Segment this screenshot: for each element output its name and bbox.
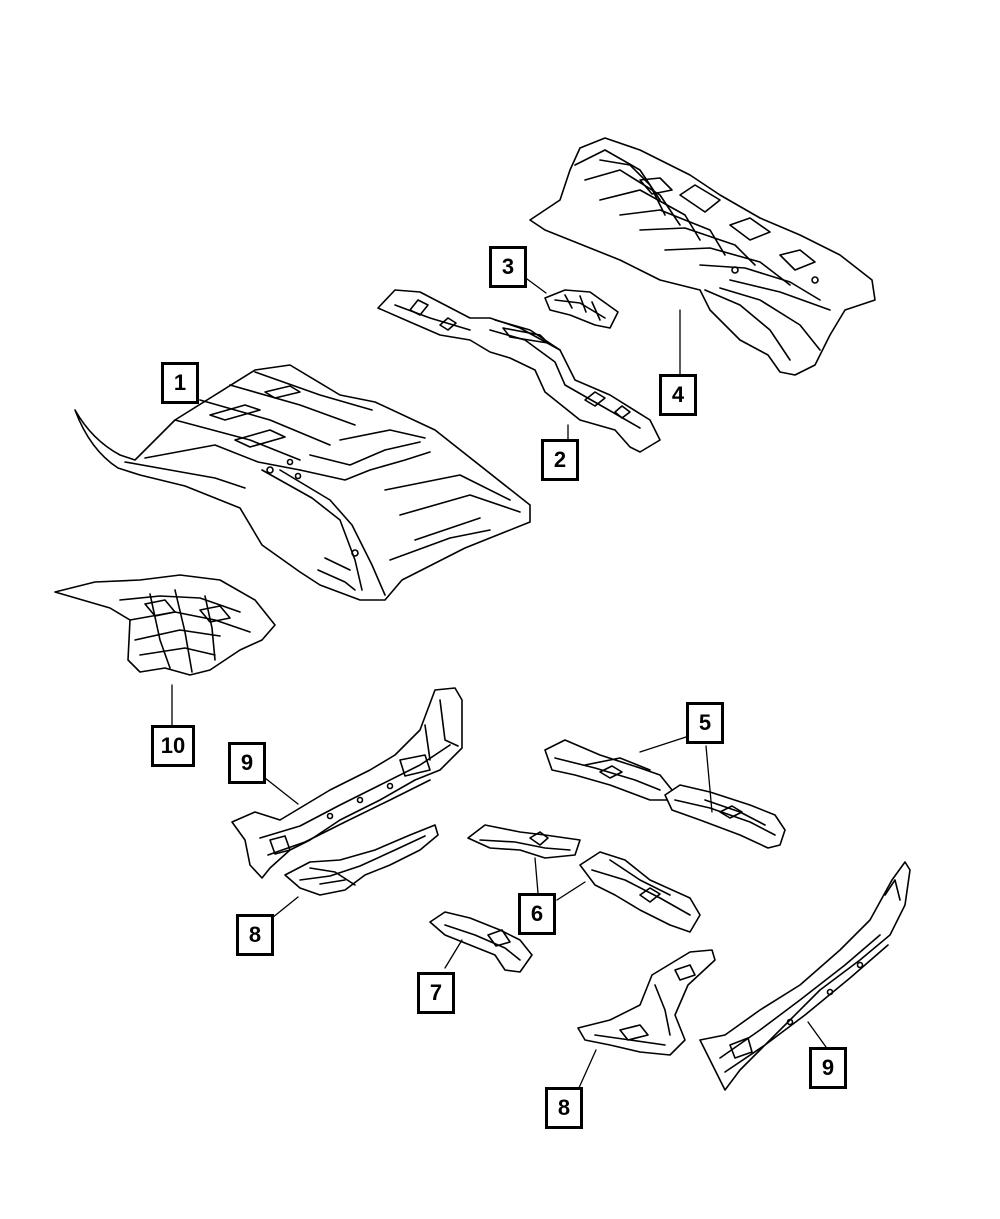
- leader-c8a: [271, 896, 299, 919]
- right-body-side-sill: [699, 861, 911, 1091]
- leader-c9b: [807, 1021, 827, 1048]
- crossmember-brace-left: [467, 824, 581, 859]
- right-sill-reinforcement: [577, 949, 716, 1056]
- crossmember-brace-right: [579, 851, 701, 933]
- callout-1: 1: [161, 362, 199, 404]
- floor-bracket: [544, 289, 619, 329]
- callout-9-right: 9: [809, 1047, 847, 1089]
- callout-4: 4: [659, 374, 697, 416]
- callout-3: 3: [489, 246, 527, 288]
- floor-crossmember: [377, 289, 661, 453]
- callout-7: 7: [417, 972, 455, 1014]
- leader-c5b: [705, 745, 713, 813]
- leader-c5a: [639, 736, 687, 753]
- crossmember-bracket: [429, 911, 533, 973]
- callout-10: 10: [151, 725, 195, 767]
- leader-c8b: [577, 1049, 597, 1091]
- leader-c6a: [534, 857, 539, 894]
- callout-5: 5: [686, 702, 724, 744]
- rear-floor-pan: [529, 137, 876, 376]
- callout-8-left: 8: [236, 914, 274, 956]
- leader-c6b: [556, 881, 586, 901]
- callout-9-left: 9: [228, 742, 266, 784]
- callout-2: 2: [541, 439, 579, 481]
- callout-6: 6: [518, 893, 556, 935]
- left-body-side-sill: [231, 687, 463, 879]
- seat-crossmember-right: [664, 784, 786, 849]
- left-sill-reinforcement: [284, 824, 439, 896]
- front-floor-extension: [54, 574, 276, 676]
- seat-crossmember-left: [544, 739, 673, 801]
- front-floor-pan: [74, 364, 531, 601]
- leader-c7: [444, 939, 463, 969]
- callout-8-right: 8: [545, 1087, 583, 1129]
- leader-c9a: [264, 777, 299, 805]
